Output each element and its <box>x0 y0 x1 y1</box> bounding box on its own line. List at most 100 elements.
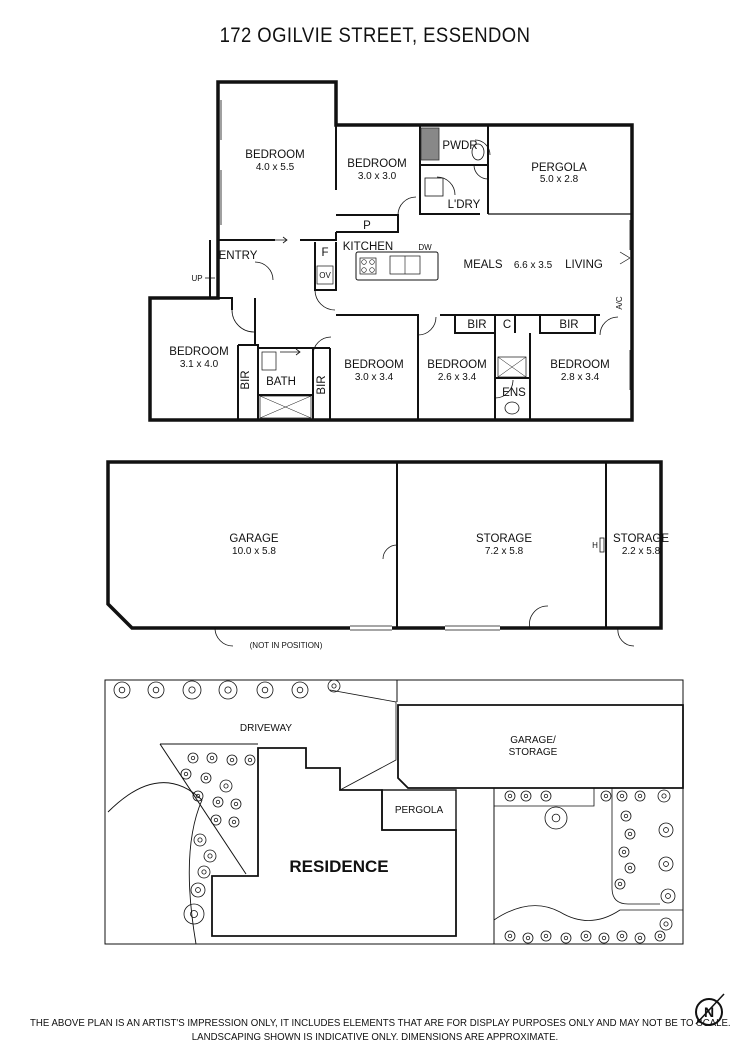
shrub-center-icon <box>623 813 629 819</box>
shrub-icon <box>504 790 516 802</box>
shrub-center-icon <box>523 793 529 799</box>
shrub-center-icon <box>195 887 201 893</box>
shrub-icon <box>634 790 646 802</box>
disclaimer: THE ABOVE PLAN IS AN ARTIST'S IMPRESSION… <box>30 1016 731 1044</box>
room-label: MEALS <box>464 259 503 271</box>
room-label: KITCHEN <box>343 241 393 253</box>
shrub-center-icon <box>525 935 531 941</box>
shrub-icon <box>614 878 626 890</box>
shrub-icon <box>190 882 206 898</box>
shrub-icon <box>187 752 199 764</box>
shrub-icon <box>522 932 534 944</box>
shrub-center-icon <box>224 686 232 694</box>
shrub-icon <box>618 846 630 858</box>
shrub-icon <box>327 679 341 693</box>
site-plan <box>104 679 684 945</box>
shrub-icon <box>230 798 242 810</box>
shrub-icon <box>219 779 233 793</box>
shrub-icon <box>206 752 218 764</box>
shrubs <box>113 679 676 944</box>
shrub-icon <box>256 681 274 699</box>
shrub-icon <box>193 833 207 847</box>
site-garage-storage <box>397 704 684 789</box>
shrub-center-icon <box>663 827 669 833</box>
driveway-label: DRIVEWAY <box>240 723 293 734</box>
shrub-icon <box>580 930 592 942</box>
shrub-center-icon <box>229 757 235 763</box>
shrub-icon <box>147 681 165 699</box>
room-label: BIR <box>316 375 328 394</box>
shrub-center-icon <box>195 793 201 799</box>
room-label: P <box>363 220 371 232</box>
shrub-icon <box>192 790 204 802</box>
room-dims: 2.8 x 3.4 <box>561 372 600 383</box>
disclaimer-line: LANDSCAPING SHOWN IS INDICATIVE ONLY. DI… <box>191 1031 559 1043</box>
shrub-center-icon <box>209 755 215 761</box>
room-label: STORAGE <box>613 533 669 545</box>
shrub-center-icon <box>203 775 209 781</box>
shrub-center-icon <box>665 893 671 899</box>
room-label: DW <box>418 243 432 252</box>
shrub-center-icon <box>637 935 643 941</box>
room-dims: 2.2 x 5.8 <box>622 546 661 557</box>
shrub-icon <box>520 790 532 802</box>
shrub-center-icon <box>603 793 609 799</box>
bath-tub <box>259 395 312 419</box>
room-label: GARAGE <box>229 533 279 545</box>
shrub-icon <box>654 930 666 942</box>
shrub-center-icon <box>627 831 633 837</box>
shrub-icon <box>657 789 671 803</box>
disclaimer-line: THE ABOVE PLAN IS AN ARTIST'S IMPRESSION… <box>30 1017 731 1029</box>
room-label: BIR <box>467 319 486 331</box>
room-label: ENS <box>502 387 526 399</box>
room-label: BATH <box>266 376 296 388</box>
shrub-center-icon <box>183 771 189 777</box>
room-dims: 7.2 x 5.8 <box>485 546 524 557</box>
shrub-icon <box>291 681 309 699</box>
ground-floor-labels: BEDROOM 4.0 x 5.5 BEDROOM 3.0 x 3.0 PWDR… <box>169 140 624 399</box>
site-pergola <box>381 789 457 831</box>
shrub-icon <box>660 888 676 904</box>
shrub-icon <box>540 930 552 942</box>
site-garage-label: GARAGE/ <box>510 735 556 746</box>
room-dims: 3.0 x 3.0 <box>358 171 397 182</box>
room-label: A/C <box>615 296 624 310</box>
room-label: BIR <box>240 370 252 389</box>
shrub-center-icon <box>583 933 589 939</box>
outbuilding-labels: GARAGE 10.0 x 5.8 STORAGE 7.2 x 5.8 STOR… <box>229 533 669 650</box>
kitchen-island <box>355 251 439 281</box>
room-dims: 5.0 x 2.8 <box>540 174 579 185</box>
shrub-center-icon <box>296 686 304 694</box>
shrub-icon <box>600 790 612 802</box>
room-dims: 4.0 x 5.5 <box>256 162 295 173</box>
shrub-center-icon <box>543 933 549 939</box>
pwdr-toilet <box>471 143 485 161</box>
room-label: ENTRY <box>219 250 258 262</box>
shrub-center-icon <box>601 935 607 941</box>
shrub-center-icon <box>247 757 253 763</box>
shrub-center-icon <box>215 799 221 805</box>
shrub-center-icon <box>617 881 623 887</box>
shrub-icon <box>228 816 240 828</box>
shrub-center-icon <box>188 686 196 694</box>
plan-title: 172 OGILVIE STREET, ESSENDON <box>219 24 531 47</box>
shrub-icon <box>504 930 516 942</box>
room-label: UP <box>191 274 202 283</box>
bath-vanity <box>261 351 277 371</box>
shrub-center-icon <box>233 801 239 807</box>
site-pergola-label: PERGOLA <box>395 805 444 816</box>
shrub-center-icon <box>543 793 549 799</box>
shrub-icon <box>658 822 674 838</box>
shrub-center-icon <box>663 861 669 867</box>
shrub-center-icon <box>201 869 207 875</box>
shrub-center-icon <box>197 837 203 843</box>
shrub-center-icon <box>619 933 625 939</box>
shrub-center-icon <box>619 793 625 799</box>
shrub-icon <box>203 849 217 863</box>
room-label: PWDR <box>442 140 477 152</box>
compass-label: N <box>704 1004 714 1020</box>
room-label: STORAGE <box>476 533 532 545</box>
room-label: L'DRY <box>448 199 481 211</box>
shrub-icon <box>659 917 673 931</box>
